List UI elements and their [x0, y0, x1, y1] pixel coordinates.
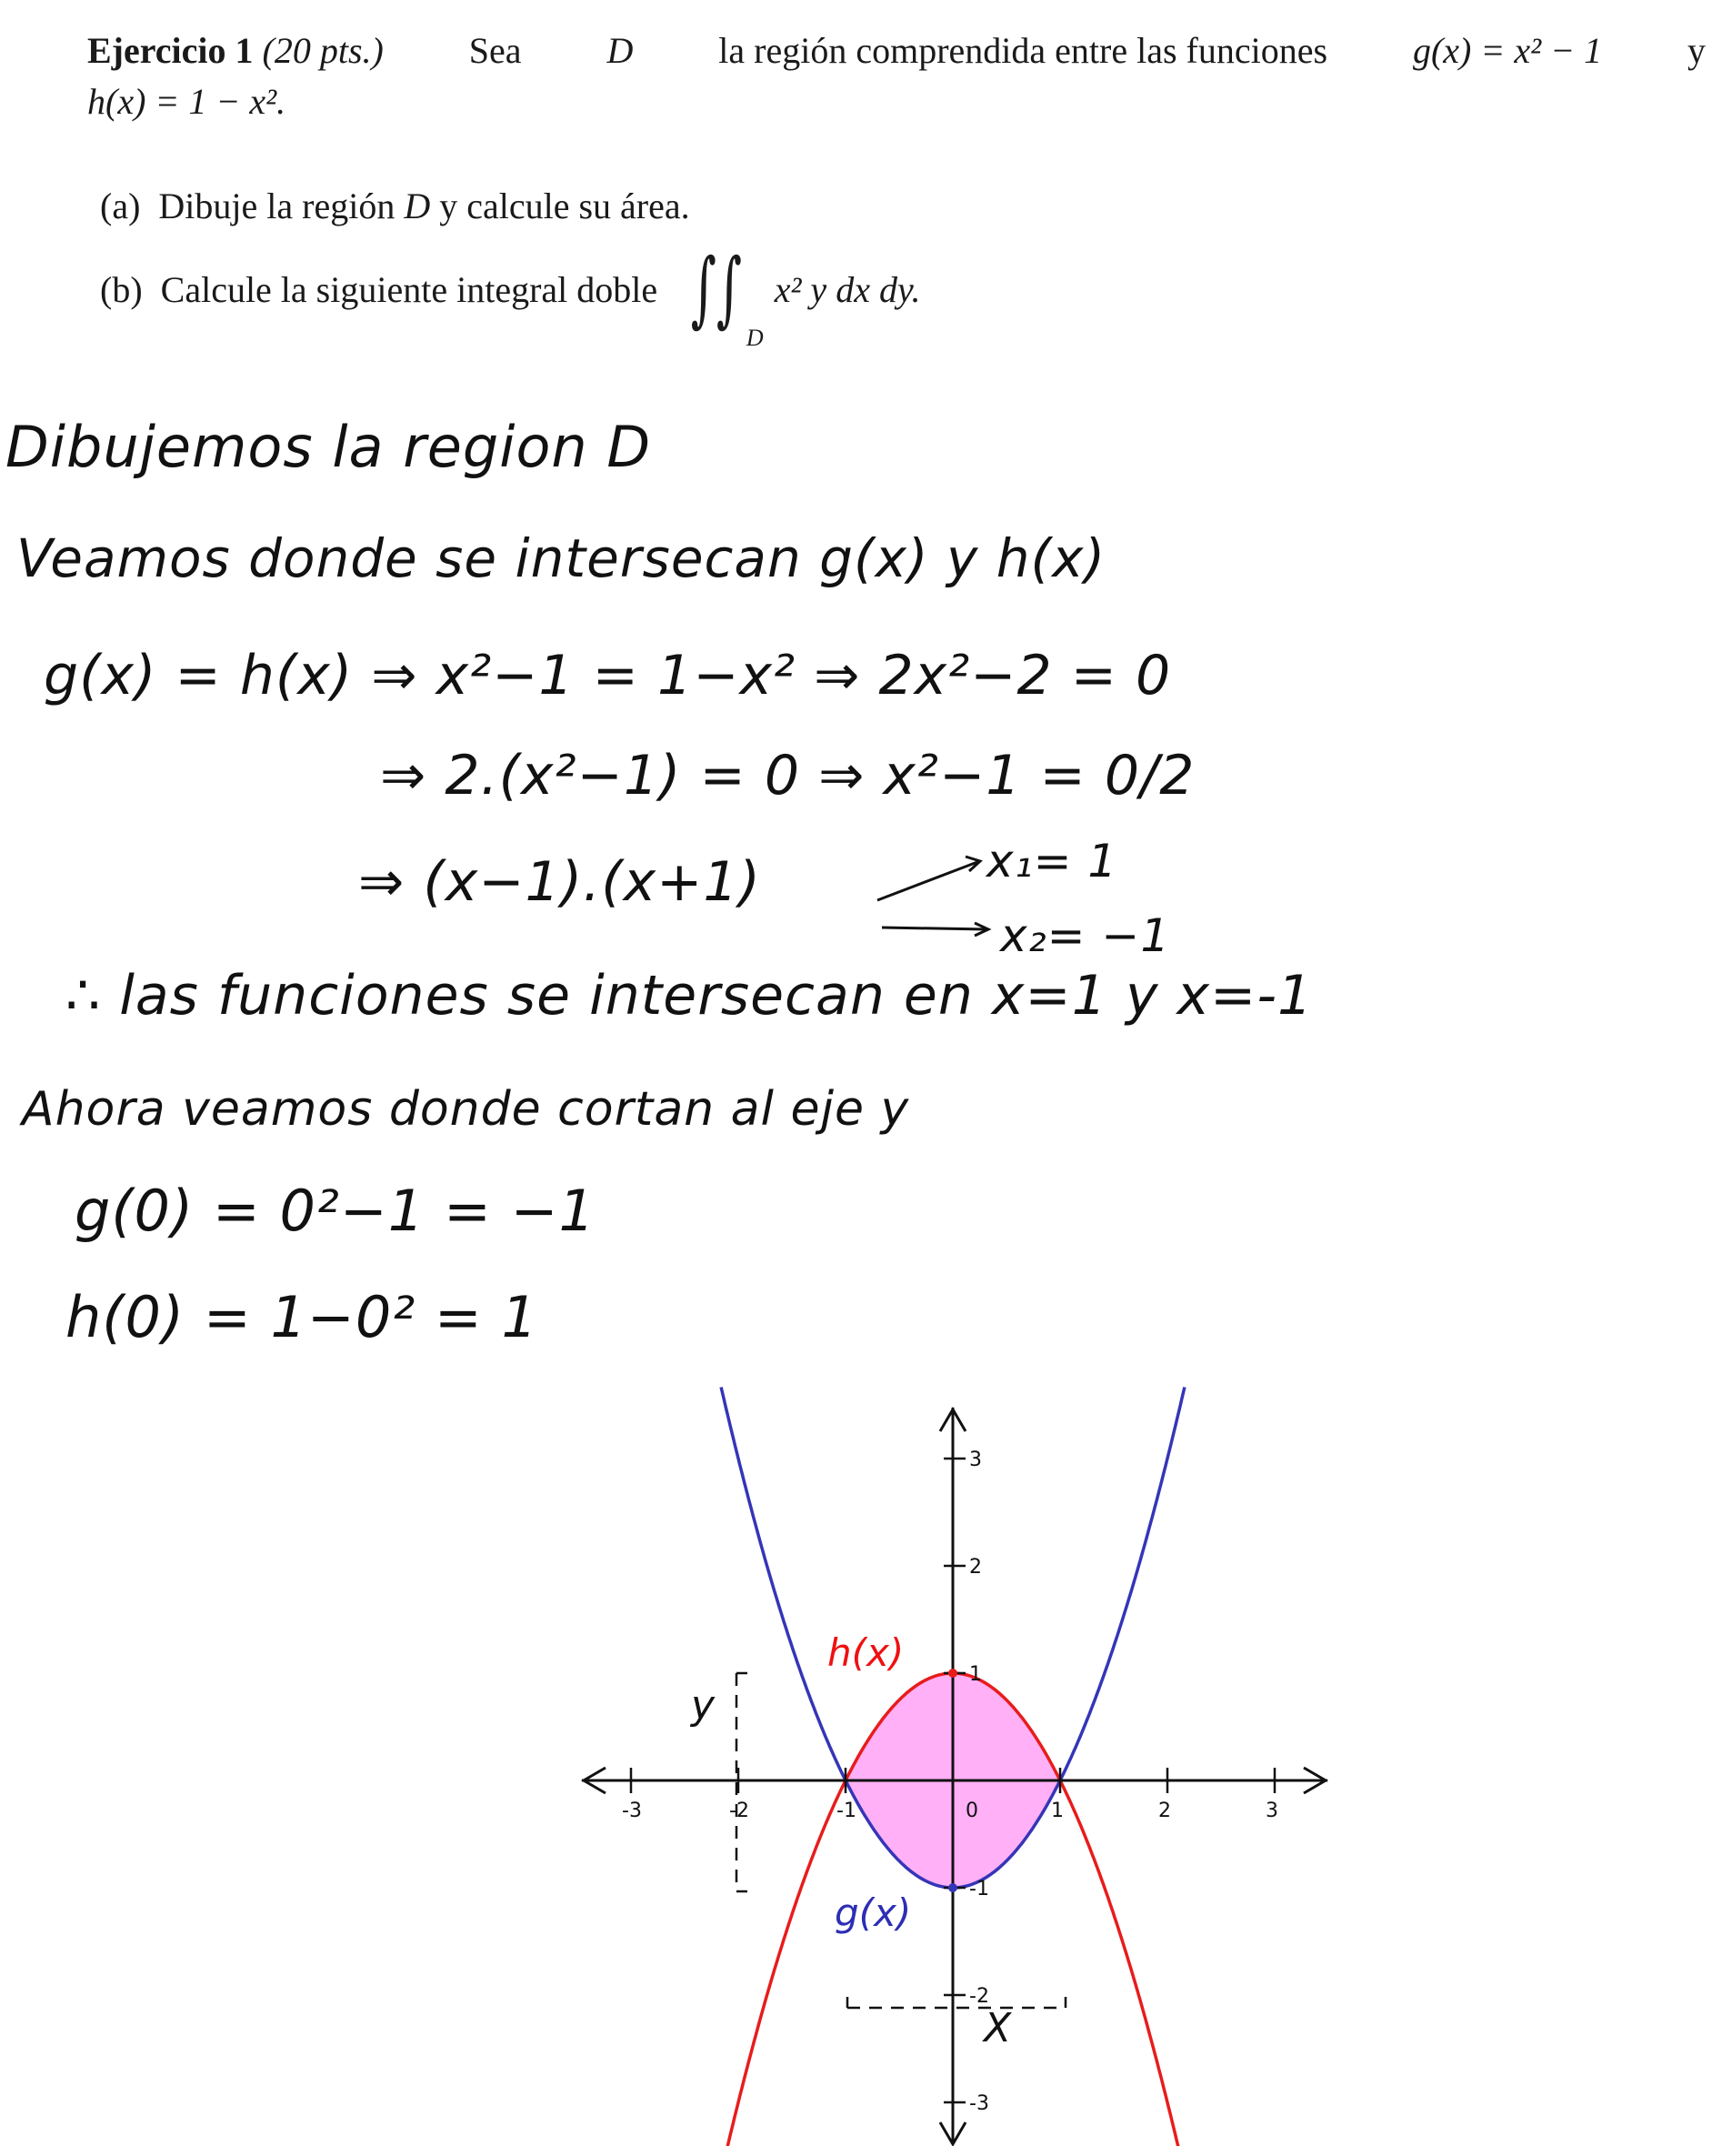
note-line-5: ⇒ (x−1).(x+1) [358, 850, 761, 914]
y-axis-name: y [689, 1682, 716, 1729]
x-tick-label: 2 [1158, 1800, 1171, 1822]
y-axis-arrow-up [938, 1407, 967, 1432]
part-a-text: Dibuje la región [158, 185, 395, 226]
statement-line-2: h(x) = 1 − x². [87, 76, 1706, 127]
statement-text: Sea [468, 30, 522, 71]
part-b-label: (b) [100, 268, 143, 310]
y-tick-label: 1 [969, 1663, 982, 1686]
note-line-6: ∴ las funciones se intersecan en x=1 y x… [65, 964, 1314, 1028]
x-tick-label: -3 [622, 1800, 642, 1822]
root-arrows [876, 855, 992, 938]
integral-region: D [746, 325, 764, 351]
note-line-3: g(x) = h(x) ⇒ x²−1 = 1−x² ⇒ 2x²−2 = 0 [44, 644, 1172, 707]
statement-line-1: Ejercicio 1 (20 pts.) Sea D la región co… [87, 25, 1706, 76]
x-tick-label: -2 [729, 1800, 749, 1822]
x-tick-label: 0 [966, 1800, 978, 1822]
part-a-tail: y calcule su área. [439, 185, 690, 226]
statement-mid: la región comprendida entre las funcione… [718, 30, 1328, 71]
exercise-parts: (a) Dibuje la región D y calcule su área… [100, 164, 921, 352]
y-axis-arrow-down [938, 2121, 967, 2146]
h-curve-label: h(x) [827, 1630, 904, 1675]
integral-sign: ∫∫ [690, 241, 743, 336]
statement-conj: y [1687, 30, 1706, 71]
part-a-label: (a) [100, 185, 141, 226]
exercise-title: Ejercicio 1 [87, 30, 254, 71]
note-line-9: h(0) = 1−0² = 1 [65, 1284, 538, 1350]
axis-ticks: -3 -2 -1 0 1 2 3 1 2 3 -1 -2 -3 [622, 1449, 1278, 2115]
root-2: x₂= −1 [1000, 909, 1171, 962]
y-tick-label: 3 [969, 1449, 982, 1471]
y-tick-label: -3 [969, 2092, 989, 2115]
x-axis-name: X [982, 2005, 1012, 2051]
x-tick-label: 1 [1051, 1800, 1064, 1822]
integrand: x² y dx dy. [774, 268, 921, 310]
x-range-bracket [846, 1997, 1067, 2010]
exercise-statement: Ejercicio 1 (20 pts.) Sea D la región co… [87, 25, 1706, 127]
exercise-title-group: Ejercicio 1 (20 pts.) [87, 25, 384, 76]
x-tick-label: -1 [836, 1800, 856, 1822]
note-line-1: Dibujemos la region D [5, 414, 652, 480]
note-line-2: Veamos donde se intersecan g(x) y h(x) [16, 527, 1106, 589]
h-intercept-point [948, 1669, 957, 1678]
g-curve-label: g(x) [835, 1890, 911, 1935]
note-line-7: Ahora veamos donde cortan al eje y [22, 1082, 910, 1137]
part-a-region: D [404, 185, 431, 226]
region-symbol: D [606, 30, 634, 71]
g-intercept-point [948, 1883, 957, 1892]
exercise-points: (20 pts.) [262, 30, 384, 71]
note-line-4: ⇒ 2.(x²−1) = 0 ⇒ x²−1 = 0/2 [380, 744, 1196, 807]
part-b-text: Calcule la siguiente integral doble [160, 268, 658, 310]
part-b: (b) Calcule la siguiente integral doble … [100, 241, 921, 352]
y-tick-label: 2 [969, 1556, 982, 1579]
region-graph: -3 -2 -1 0 1 2 3 1 2 3 -1 -2 -3 h(x) g(x) X y [581, 1387, 1328, 2146]
y-tick-label: -2 [969, 1985, 989, 2008]
note-line-8: g(0) = 0²−1 = −1 [75, 1178, 596, 1244]
h-definition: h(x) = 1 − x². [87, 81, 286, 122]
y-range-bracket [735, 1671, 747, 1893]
x-axis-arrow-right [1303, 1766, 1328, 1795]
x-axis-arrow-left [581, 1766, 606, 1795]
x-tick-label: 3 [1266, 1800, 1278, 1822]
double-integral: ∫∫ D x² y dx dy. [674, 241, 921, 352]
root-1: x₁= 1 [986, 835, 1118, 887]
part-a: (a) Dibuje la región D y calcule su área… [100, 164, 921, 247]
g-definition: g(x) = x² − 1 [1412, 30, 1603, 71]
y-tick-label: -1 [969, 1878, 989, 1900]
